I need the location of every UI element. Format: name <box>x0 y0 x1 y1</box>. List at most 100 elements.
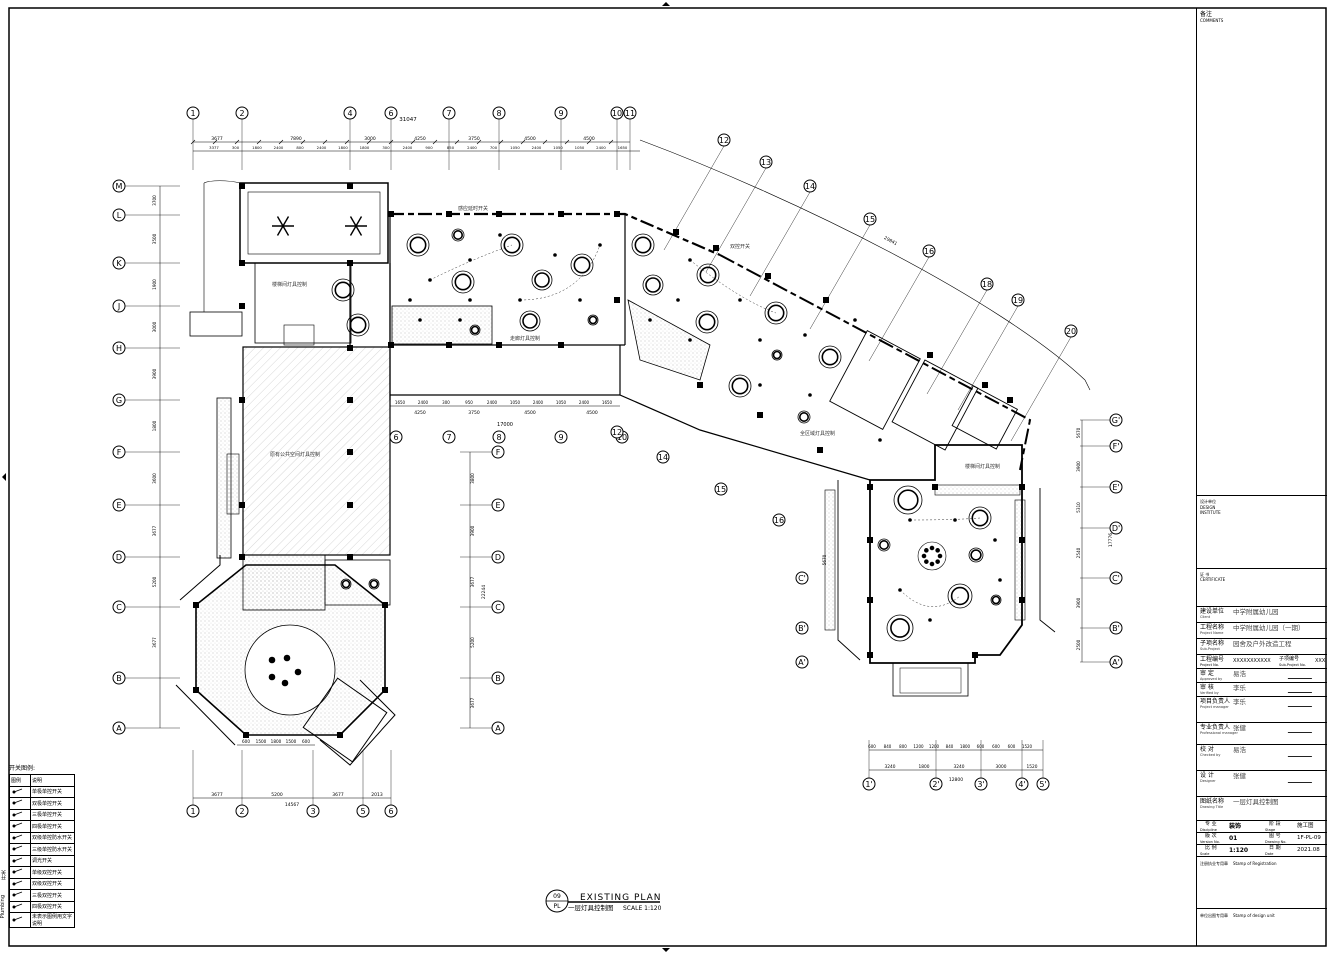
dim-mid-7: 1050 <box>556 400 567 405</box>
grid-bubble-left-D-label: D <box>116 553 122 562</box>
switch-symbol-icon <box>9 866 31 879</box>
chandelier-bulb <box>929 561 935 567</box>
downlight-9 <box>758 338 762 342</box>
switch-symbol-icon <box>9 808 31 821</box>
tb-dwgno: 1F-PL-09 <box>1297 835 1321 841</box>
column-44 <box>972 652 978 658</box>
grid-bubble-diaglow-16-label: 16 <box>774 516 784 525</box>
grid-bubble-rightleft-0-label: C' <box>798 574 806 583</box>
downlight-10 <box>803 333 807 337</box>
comments-en: COMMENTS <box>1200 18 1224 23</box>
light-fixture-12 <box>764 301 788 325</box>
grid-bubble-left-M-label: M <box>116 182 123 191</box>
grid-bubble-diag-19-circle <box>1011 293 1025 307</box>
column-26 <box>337 732 343 738</box>
grid-line-diag <box>868 256 930 362</box>
legend-item-label: 四极双控开关 <box>30 900 75 913</box>
column-12 <box>496 342 502 348</box>
tb-divider <box>1197 722 1327 723</box>
dim-left-5: 1800 <box>152 420 157 431</box>
grid-bubble-rmid-A-label: A <box>495 724 501 733</box>
grid-bubble-rightleft-1-label: B' <box>798 624 806 633</box>
light-fixture-3 <box>531 269 553 291</box>
grid-bubble-mid-9-circle <box>554 430 568 444</box>
tb-date: 2021.08 <box>1297 847 1320 853</box>
dim-top2-0: 3377 <box>209 145 219 150</box>
dim-tick <box>410 139 416 145</box>
dim-vertical-total: 22244 <box>481 585 487 599</box>
legend-row: 三级单控防水开关 <box>9 843 75 856</box>
title-block: 备注 COMMENTS 设计单位 DESIGN INSTITUTE 证 书 CE… <box>1196 8 1327 946</box>
dim-rb1-4: 1200 <box>929 744 940 749</box>
dim-rb1-0: 600 <box>868 744 876 749</box>
grid-bubble-rightleft-2-label: A' <box>798 658 806 667</box>
switch-note-2: 双控开关 <box>730 243 750 250</box>
grid-bubble-top-11-label: 11 <box>625 109 635 118</box>
light-fixture-21 <box>990 594 1002 606</box>
grid-bubble-diag-20-label: 20 <box>1066 327 1076 336</box>
dim-left-9: 3677 <box>152 637 157 648</box>
grid-bubble-left-A-circle <box>112 721 126 735</box>
grid-bubble-left-C-label: C <box>116 603 122 612</box>
legend-col-1: 图例 <box>9 774 31 787</box>
chandelier-outer <box>917 541 947 571</box>
light-fixture-2 <box>500 233 524 257</box>
grid-bubble-mid-7-label: 7 <box>446 433 451 442</box>
light-fixture-22 <box>340 578 352 590</box>
dim-rb1-10: 1520 <box>1022 744 1033 749</box>
dim-bot1-4: 600 <box>302 739 310 744</box>
grid-bubble-top-10-label: 10 <box>612 109 622 118</box>
switch-symbol-icon <box>9 877 31 890</box>
drawing-title: 09 PL EXISTING PLAN 一层灯具控制图 SCALE 1:120 <box>545 889 662 913</box>
grid-bubble-mid-6-circle <box>389 430 403 444</box>
annotations: 楼梯间灯具控制 感应延时开关 双控开关 原有公共空间灯具控制 楼梯间灯具控制 全… <box>270 205 1000 470</box>
dim-rb2-2: 3240 <box>954 764 965 770</box>
dim-mid-total: 17000 <box>497 422 513 428</box>
dim-top2-19: 1650 <box>618 145 628 150</box>
dim-tick <box>476 139 482 145</box>
grid-bubble-rb-3-label: 4' <box>1018 780 1025 789</box>
grid-bubble-bottom-3-circle <box>306 804 320 818</box>
dim-bot2-1: 5200 <box>271 792 283 798</box>
dim-mid-3: 950 <box>465 400 473 405</box>
dim-top1-3: 4250 <box>414 136 426 142</box>
tb-date_label: 日 期 <box>1269 845 1281 851</box>
tb-ver_label: 版 次 <box>1205 833 1217 839</box>
dim-right-total-v: 17776 <box>1108 533 1114 547</box>
dim-top2-17: 1050 <box>575 145 585 150</box>
dim-top2-14: 1050 <box>510 145 520 150</box>
legend-item-label: 单级双控开关 <box>30 866 75 879</box>
dim-rb1-5: 840 <box>946 744 954 749</box>
dim-tick <box>520 139 526 145</box>
dim-left-0: 3700 <box>152 195 157 206</box>
grid-bubble-diag-16-circle <box>922 244 936 258</box>
light-fixture-15 <box>893 485 923 515</box>
grid-bubble-rmid-F-circle <box>491 445 505 459</box>
legend-row: 四极单控开关 <box>9 820 75 833</box>
grid-bubble-rb-2-circle <box>974 777 988 791</box>
column-1 <box>239 260 245 266</box>
chandelier-bulb <box>924 548 929 553</box>
legend-item-label: 双级双控开关 <box>30 877 75 890</box>
switch-wire-3 <box>899 589 961 607</box>
star-light-1 <box>349 216 363 236</box>
light-fixture-17 <box>886 614 914 642</box>
tb-client: 中学附属幼儿园 <box>1233 608 1279 616</box>
light-fixture-inner-19 <box>970 549 982 561</box>
grid-bubble-diaglow-15-label: 15 <box>716 485 726 494</box>
dim-tick <box>212 139 218 145</box>
legend-item-label: 调光开关 <box>30 854 75 867</box>
tb-project_en: Project Name <box>1200 631 1224 635</box>
tb-unit-label: 单位出图专用章 <box>1200 913 1228 918</box>
dim-top-total: 31047 <box>399 117 417 123</box>
grid-bubble-bottom-1-label: 1 <box>190 807 195 816</box>
light-fixture-18 <box>947 583 973 609</box>
tb-sub_en: Sub-Project <box>1200 647 1220 651</box>
grid-bubble-diag-14-label: 14 <box>805 182 815 191</box>
dim-top2-16: 1050 <box>553 145 563 150</box>
switch-symbol-icon <box>9 912 31 928</box>
dim-left-4: 3900 <box>152 368 157 379</box>
grid-bubble-diaglow-15-circle <box>714 482 728 496</box>
switch-note-1: 感应延时开关 <box>458 205 488 212</box>
light-fixture-inner-27 <box>452 230 463 241</box>
